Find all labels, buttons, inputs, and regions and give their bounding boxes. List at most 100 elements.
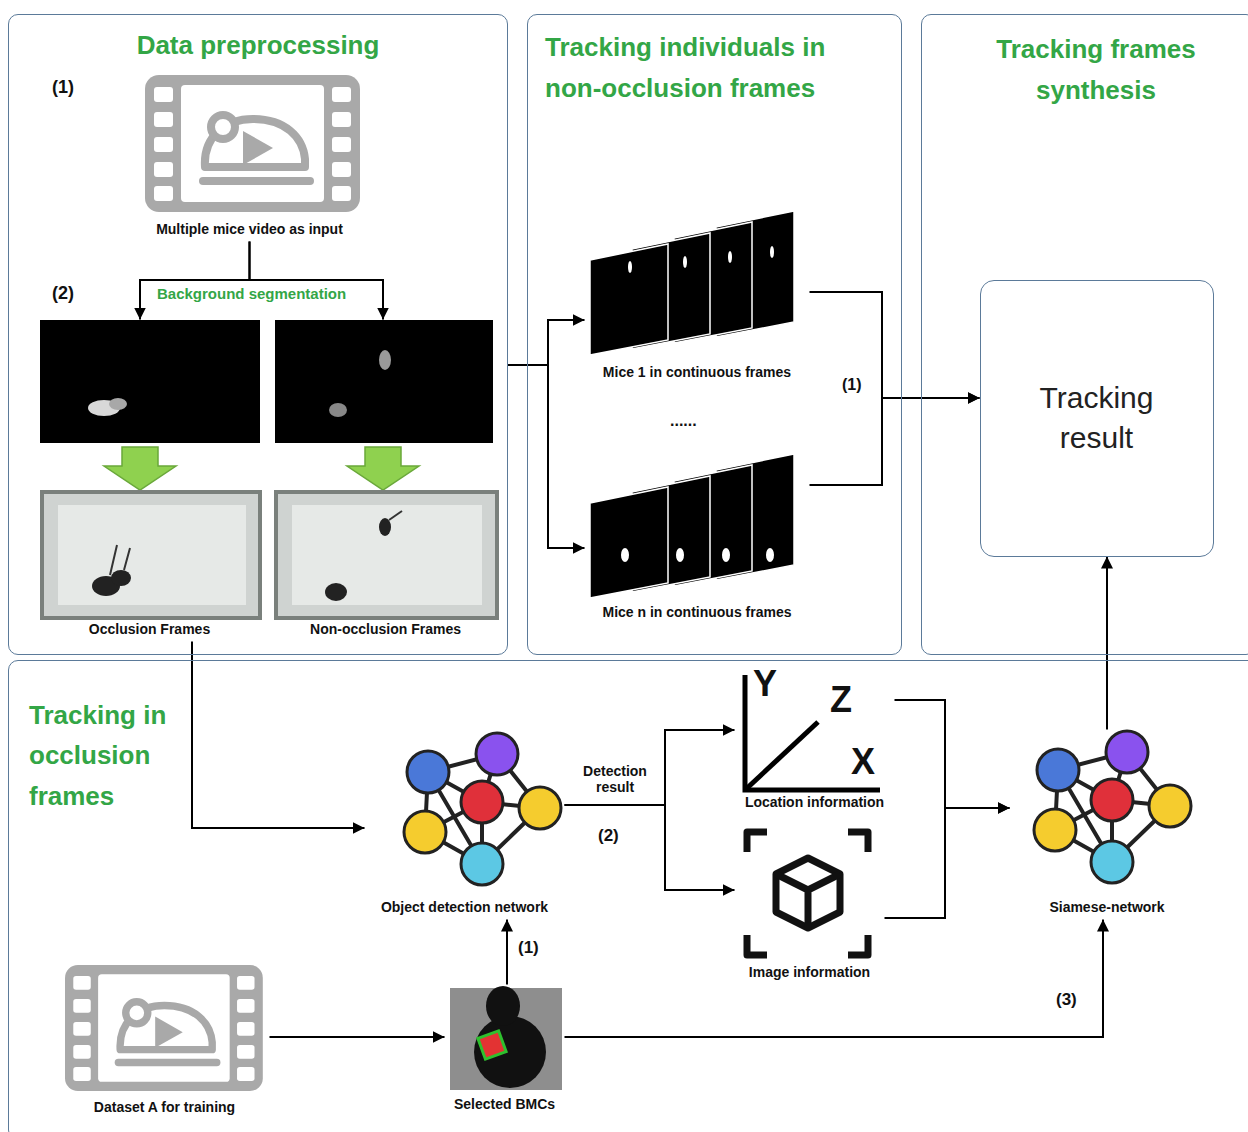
mouse-speck bbox=[676, 548, 684, 562]
block-arrow bbox=[104, 447, 419, 490]
stage-panel: Data preprocessingMultiple mice video as… bbox=[8, 14, 508, 655]
segmentation-image bbox=[40, 320, 260, 443]
box-label: Tracking result bbox=[1017, 378, 1177, 459]
cube-icon bbox=[848, 935, 868, 955]
cube-icon bbox=[848, 832, 868, 852]
block-arrow bbox=[104, 447, 176, 490]
caption: Siamese-network bbox=[1049, 899, 1164, 916]
result-box: Tracking result bbox=[980, 280, 1214, 557]
step-number: (2) bbox=[52, 283, 74, 304]
flow-arrow bbox=[140, 242, 250, 320]
dataset-block: Dataset A for training bbox=[60, 962, 270, 1120]
video-frame-photo bbox=[111, 570, 131, 586]
flow-arrow bbox=[1106, 557, 1108, 730]
caption: Mice 1 in continuous frames bbox=[603, 364, 791, 381]
video-frame-photo bbox=[276, 492, 497, 618]
panel-title: Data preprocessing bbox=[13, 27, 503, 63]
segmentation-image bbox=[109, 398, 127, 410]
mouse-speck bbox=[621, 246, 774, 562]
bmc-image bbox=[478, 1031, 506, 1059]
step-number: (1) bbox=[842, 376, 862, 394]
mouse-speck bbox=[766, 548, 774, 562]
flow-arrow bbox=[508, 365, 585, 548]
step-number: (1) bbox=[518, 938, 539, 958]
axes-icon bbox=[745, 722, 818, 790]
caption: Object detection network bbox=[381, 899, 548, 916]
mouse-speck bbox=[683, 256, 687, 268]
video-icon bbox=[145, 75, 360, 212]
flow-arrow bbox=[508, 320, 585, 365]
network-block: Siamese-network bbox=[1010, 730, 1205, 920]
caption: Selected BMCs bbox=[454, 1096, 555, 1113]
video-input: Multiple mice video as input bbox=[130, 70, 370, 242]
axis-letter: X bbox=[851, 744, 875, 780]
video-frame-photo bbox=[292, 505, 482, 605]
mouse-speck bbox=[722, 548, 730, 562]
network-icon bbox=[404, 733, 561, 885]
frame-stack bbox=[590, 454, 794, 598]
caption: Location information bbox=[745, 794, 884, 811]
video-frame-photo bbox=[42, 492, 497, 618]
flow-arrow bbox=[810, 292, 980, 398]
mouse-speck bbox=[628, 261, 632, 273]
flow-label: Detection result bbox=[570, 763, 660, 795]
cube-icon bbox=[776, 874, 840, 928]
flow-arrow bbox=[895, 700, 1010, 808]
caption: Non-occlusion Frames bbox=[310, 621, 461, 638]
flow-arrow bbox=[885, 808, 1010, 918]
flow-arrow bbox=[565, 730, 735, 805]
flow-arrow bbox=[810, 398, 980, 485]
process-label: Background segmentation bbox=[157, 285, 346, 302]
panel-title: Tracking frames synthesis bbox=[966, 29, 1226, 111]
flow-arrow bbox=[565, 920, 1104, 1038]
video-frame-photo bbox=[379, 518, 391, 536]
step-number: (2) bbox=[598, 826, 619, 846]
bmc-image bbox=[474, 1016, 546, 1088]
stage-panel: Tracking frames synthesisTracking result bbox=[921, 14, 1248, 655]
flow-arrow bbox=[192, 642, 365, 829]
ellipsis: ...... bbox=[670, 412, 697, 430]
video-frame-photo bbox=[325, 583, 347, 601]
frame-stack bbox=[590, 211, 794, 355]
segmentation-image bbox=[329, 403, 347, 417]
cube-icon bbox=[776, 858, 840, 928]
panel-title: Tracking in occlusion frames bbox=[29, 695, 214, 816]
video-frame-photo bbox=[389, 511, 402, 520]
axis-letter: Z bbox=[830, 682, 852, 718]
caption: Image information bbox=[749, 964, 870, 981]
mouse-speck bbox=[770, 246, 774, 258]
step-number: (3) bbox=[1056, 990, 1077, 1010]
segmentation-image bbox=[40, 320, 493, 443]
network-block: Object detection network bbox=[365, 730, 565, 920]
step-number: (1) bbox=[52, 77, 74, 98]
frame-sequence: Mice n in continuous frames bbox=[585, 450, 810, 625]
frame-sequence: Mice 1 in continuous frames bbox=[585, 205, 810, 385]
flow-arrow bbox=[250, 242, 384, 320]
caption: Mice n in continuous frames bbox=[602, 604, 791, 621]
cube-icon bbox=[747, 832, 767, 852]
mouse-speck bbox=[621, 548, 629, 562]
sample-image: Selected BMCs bbox=[445, 985, 565, 1117]
frame-image: Occlusion Frames bbox=[40, 320, 260, 642]
video-frame-photo bbox=[58, 505, 246, 605]
caption: Multiple mice video as input bbox=[156, 221, 343, 238]
segmentation-image bbox=[379, 350, 391, 370]
cube-icon bbox=[747, 832, 868, 955]
video-icon bbox=[65, 965, 263, 1091]
flow-arrow bbox=[270, 1036, 445, 1038]
bmc-image bbox=[450, 986, 562, 1090]
flow-arrow bbox=[565, 805, 735, 890]
caption: Occlusion Frames bbox=[89, 621, 210, 638]
stage-panel: Tracking in occlusion framesObject detec… bbox=[8, 660, 1248, 1132]
stage-panel: Tracking individuals in non-occlusion fr… bbox=[527, 14, 902, 655]
cube-icon bbox=[747, 935, 767, 955]
panel-title: Tracking individuals in non-occlusion fr… bbox=[545, 27, 865, 109]
axis-letter: Y bbox=[753, 666, 777, 702]
info-block: Image information bbox=[735, 825, 885, 985]
frame-image: Non-occlusion Frames bbox=[275, 320, 497, 642]
block-arrow bbox=[347, 447, 419, 490]
